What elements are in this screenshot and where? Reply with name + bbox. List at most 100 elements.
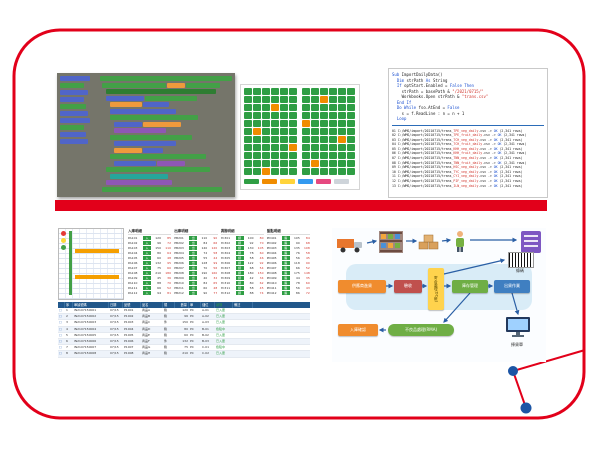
status-cell-button[interactable] (320, 168, 328, 175)
status-cell-button[interactable] (302, 144, 310, 151)
code-block[interactable] (110, 134, 192, 140)
column-header[interactable]: 狀態 (215, 302, 233, 308)
status-cell-button[interactable] (280, 104, 288, 111)
status-cell-button[interactable] (311, 144, 319, 151)
status-cell-button[interactable] (302, 96, 310, 103)
code-block[interactable] (60, 90, 88, 95)
status-cell-button[interactable] (320, 136, 328, 143)
code-block[interactable] (60, 139, 88, 144)
status-cell-button[interactable] (320, 112, 328, 119)
code-block[interactable] (110, 154, 206, 159)
status-cell-button[interactable] (347, 136, 355, 143)
status-cell-button[interactable] (271, 88, 279, 95)
status-cell-button[interactable] (347, 96, 355, 103)
status-cell-button[interactable] (262, 168, 270, 175)
status-cell-button[interactable] (271, 104, 279, 111)
status-cell-button[interactable] (320, 144, 328, 151)
status-cell-button[interactable] (289, 128, 297, 135)
code-block[interactable] (114, 147, 142, 153)
status-cell-button[interactable] (320, 104, 328, 111)
code-block[interactable] (100, 76, 232, 81)
status-cell-button[interactable] (311, 104, 319, 111)
status-cell-button[interactable] (280, 152, 288, 159)
code-block[interactable] (102, 186, 222, 192)
status-cell-button[interactable] (289, 96, 297, 103)
status-cell-button[interactable] (244, 168, 252, 175)
code-block[interactable] (60, 83, 84, 88)
status-cell-button[interactable] (262, 136, 270, 143)
status-cell-button[interactable] (280, 144, 288, 151)
status-cell-button[interactable] (347, 152, 355, 159)
status-cell-button[interactable] (338, 104, 346, 111)
status-cell-button[interactable] (347, 144, 355, 151)
code-block[interactable] (106, 89, 216, 94)
status-cell-button[interactable] (244, 96, 252, 103)
status-cell-button[interactable] (311, 112, 319, 119)
status-cell-button[interactable] (271, 144, 279, 151)
status-cell-button[interactable] (289, 160, 297, 167)
column-header[interactable]: 儲位 (201, 302, 215, 308)
status-cell-button[interactable] (329, 128, 337, 135)
status-cell-button[interactable] (347, 88, 355, 95)
status-cell-button[interactable] (347, 104, 355, 111)
status-cell-button[interactable] (302, 120, 310, 127)
status-cell-button[interactable] (280, 112, 288, 119)
status-cell-button[interactable] (320, 128, 328, 135)
code-block[interactable] (157, 160, 185, 166)
status-cell-button[interactable] (244, 104, 252, 111)
status-cell-button[interactable] (302, 168, 310, 175)
status-cell-button[interactable] (253, 136, 261, 143)
status-cell-button[interactable] (280, 120, 288, 127)
status-cell-button[interactable] (262, 144, 270, 151)
code-block[interactable] (114, 121, 142, 127)
status-cell-button[interactable] (289, 112, 297, 119)
status-cell-button[interactable] (271, 96, 279, 103)
status-cell-button[interactable] (262, 112, 270, 119)
status-cell-button[interactable] (302, 160, 310, 167)
code-block[interactable] (110, 115, 198, 120)
column-header[interactable]: 品名 (141, 302, 163, 308)
status-cell-button[interactable] (320, 160, 328, 167)
status-cell-button[interactable] (302, 136, 310, 143)
column-header[interactable]: 品號 (123, 302, 141, 308)
code-block[interactable] (60, 125, 84, 130)
code-block[interactable] (60, 111, 88, 116)
status-cell-button[interactable] (271, 136, 279, 143)
status-cell-button[interactable] (302, 104, 310, 111)
status-cell-button[interactable] (262, 160, 270, 167)
status-cell-button[interactable] (329, 152, 337, 159)
status-cell-button[interactable] (347, 168, 355, 175)
status-cell-button[interactable] (311, 120, 319, 127)
status-cell-button[interactable] (271, 120, 279, 127)
status-cell-button[interactable] (338, 144, 346, 151)
status-cell-button[interactable] (347, 112, 355, 119)
status-cell-button[interactable] (253, 168, 261, 175)
status-cell-button[interactable] (244, 160, 252, 167)
code-block[interactable] (114, 128, 166, 133)
status-cell-button[interactable] (289, 104, 297, 111)
status-cell-button[interactable] (329, 88, 337, 95)
column-header[interactable]: 數量 (175, 302, 189, 308)
status-cell-button[interactable] (347, 160, 355, 167)
status-cell-button[interactable] (311, 96, 319, 103)
status-cell-button[interactable] (329, 112, 337, 119)
status-cell-button[interactable] (253, 88, 261, 95)
status-cell-button[interactable] (253, 96, 261, 103)
code-block[interactable] (60, 132, 86, 137)
code-block[interactable] (114, 160, 156, 166)
code-block[interactable] (114, 141, 176, 146)
status-cell-button[interactable] (271, 112, 279, 119)
code-block[interactable] (143, 147, 163, 153)
status-cell-button[interactable] (253, 152, 261, 159)
code-block[interactable] (106, 167, 210, 172)
status-cell-button[interactable] (253, 120, 261, 127)
status-cell-button[interactable] (338, 112, 346, 119)
status-cell-button[interactable] (338, 136, 346, 143)
status-cell-button[interactable] (262, 96, 270, 103)
